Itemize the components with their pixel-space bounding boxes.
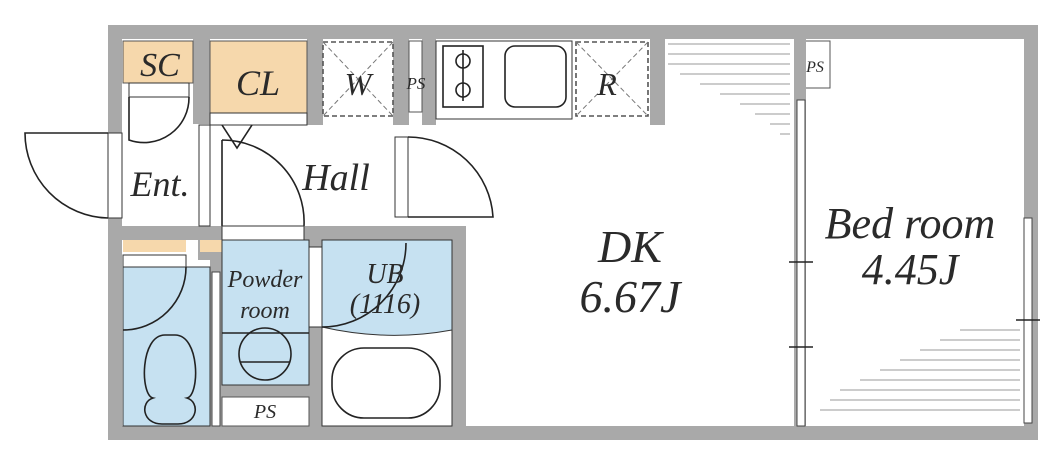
entrance-label: Ent.	[130, 164, 190, 204]
stairs	[668, 43, 1020, 411]
sink-icon	[504, 45, 567, 108]
bedroom-label: Bed room	[825, 199, 996, 248]
pipe-space-bedroom-label: PS	[805, 59, 824, 76]
kitchen-counter	[435, 40, 573, 120]
toilet-door[interactable]	[122, 266, 187, 331]
entrance-door[interactable]	[24, 132, 123, 219]
toilet-storage	[123, 240, 186, 252]
closet-label: CL	[236, 63, 280, 103]
powder-room-label-1: Powder	[227, 267, 303, 293]
toilet-icon	[143, 334, 197, 425]
unit-bath-label: UB	[366, 259, 403, 290]
powder-room-label-2: room	[240, 298, 290, 324]
powder-room	[221, 239, 310, 386]
bathtub-icon	[331, 347, 441, 419]
shoe-closet-label: SC	[140, 47, 180, 84]
shoe-closet-door[interactable]	[128, 96, 190, 144]
washer-label: W	[345, 66, 375, 102]
hall-door[interactable]	[221, 124, 305, 227]
washbasin-icon	[238, 327, 292, 381]
toilet-room	[122, 266, 211, 427]
shoe-closet	[122, 40, 194, 84]
pipe-space-top-label: PS	[406, 74, 426, 93]
dk-label: DK	[597, 221, 664, 272]
dk-size: 6.67J	[580, 271, 684, 322]
pipe-space-bottom-label: PS	[253, 401, 276, 423]
pipe-space-bedroom	[804, 40, 831, 89]
bath-door[interactable]	[321, 242, 407, 328]
stove-icon	[442, 45, 484, 108]
dk-door[interactable]	[394, 136, 494, 218]
refrigerator-label: R	[596, 66, 617, 102]
unit-bath-size: (1116)	[350, 289, 421, 320]
bedroom-size: 4.45J	[862, 245, 961, 294]
hall-label: Hall	[301, 157, 370, 199]
closet	[209, 40, 308, 114]
